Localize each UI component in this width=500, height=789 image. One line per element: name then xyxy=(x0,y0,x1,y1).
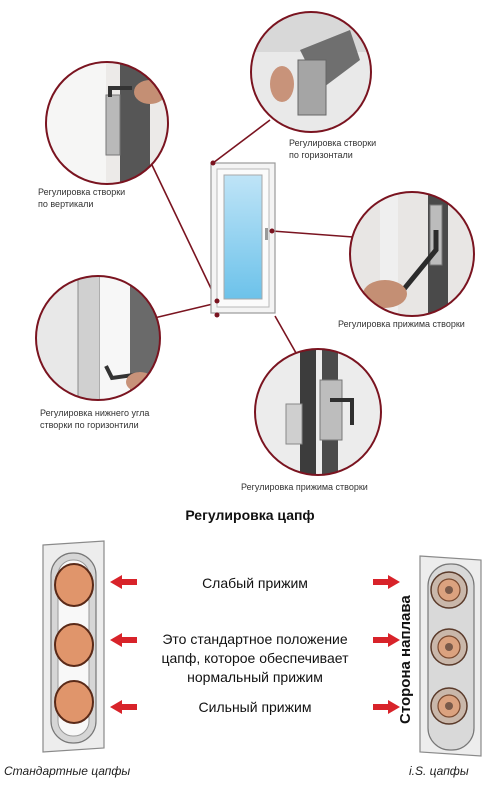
cam-standard xyxy=(54,623,94,667)
leader-dot xyxy=(269,228,275,234)
is-cam-strong xyxy=(430,687,468,725)
leader-dot xyxy=(214,298,220,304)
detail-lower-corner xyxy=(35,275,161,401)
detail-clamp-bottom xyxy=(254,348,382,476)
callout-horizontal: Регулировка створки по горизонтали xyxy=(289,138,377,160)
leader-line-lower-corner xyxy=(149,302,218,320)
detail-vertical-adjust xyxy=(45,61,169,185)
leader-line-clamp-right xyxy=(271,230,354,238)
callout-vertical: Регулировка створки по вертикали xyxy=(38,187,126,209)
leader-line-horizontal xyxy=(212,119,271,164)
arrow-strong-right xyxy=(373,700,400,714)
standard-cam-rail xyxy=(42,540,105,753)
vertical-label: Сторона наплава xyxy=(397,595,414,724)
footer-standard-cams: Стандартные цапфы xyxy=(4,764,131,778)
arrow-standard-right xyxy=(373,633,400,647)
cam-strong xyxy=(54,680,94,724)
leader-dot xyxy=(210,160,216,166)
arrow-strong-left xyxy=(110,700,137,714)
leader-line-vertical xyxy=(151,164,218,302)
leader-dot xyxy=(214,312,220,318)
callout-lower-corner: Регулировка нижнего угла створки по гори… xyxy=(40,408,150,430)
section-title: Регулировка цапф xyxy=(185,507,315,523)
callout-clamp-right: Регулировка прижима створки xyxy=(338,319,465,329)
arrows-left xyxy=(110,575,137,714)
arrow-standard-left xyxy=(110,633,137,647)
detail-horizontal-adjust xyxy=(250,11,372,133)
cam-weak xyxy=(54,563,94,607)
callout-clamp-bottom: Регулировка прижима створки xyxy=(241,482,368,492)
is-cam-weak xyxy=(430,571,468,609)
arrow-weak-left xyxy=(110,575,137,589)
level-weak: Слабый прижим xyxy=(202,575,308,591)
is-cam-standard xyxy=(430,628,468,666)
vertical-label-svg: Сторона наплава xyxy=(397,595,414,724)
level-standard: Это стандартное положение цапф, которое … xyxy=(161,631,349,685)
level-strong: Сильный прижим xyxy=(198,699,312,715)
detail-clamp-right xyxy=(349,191,475,317)
is-cam-rail xyxy=(419,555,482,757)
arrows-right xyxy=(373,575,400,714)
arrow-weak-right xyxy=(373,575,400,589)
window-illustration xyxy=(210,162,276,314)
footer-is-cams: i.S. цапфы xyxy=(409,764,469,778)
leader-lines xyxy=(149,119,354,361)
